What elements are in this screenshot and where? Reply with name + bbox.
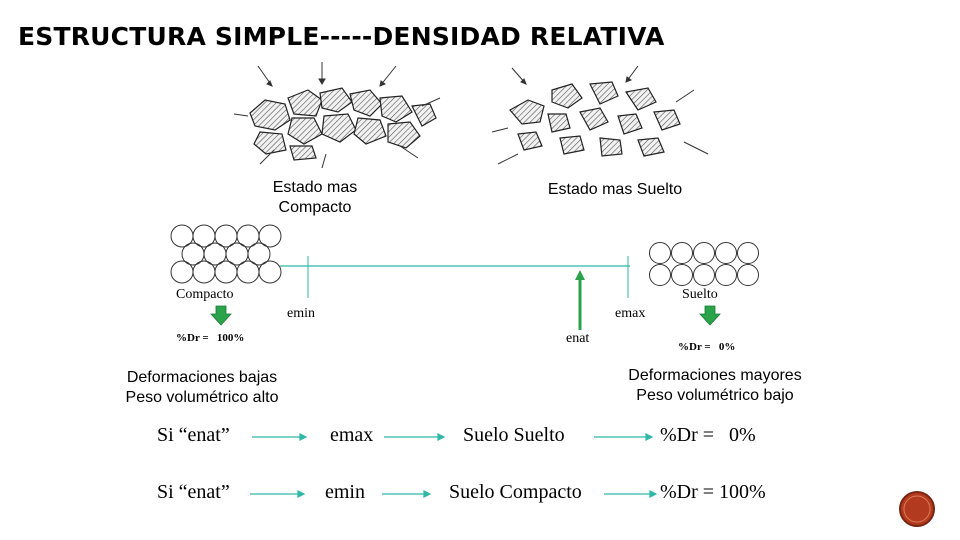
rule-1-e: emax — [330, 424, 374, 446]
emin-label: emin — [287, 306, 315, 321]
rule-1-suelo: Suelo Suelto — [463, 424, 565, 446]
loose-notes: Deformaciones mayores Peso volumétrico b… — [628, 367, 802, 404]
loose-label: Suelto — [682, 287, 718, 302]
compact-state-label: Estado mas Compacto — [272, 179, 358, 216]
dr-compact-label: %Dr = 100% — [176, 332, 245, 344]
rule-1-si: Si “enat” — [157, 424, 230, 446]
rule-2-e: emin — [325, 481, 365, 503]
rule-1-dr: %Dr = 0% — [660, 424, 756, 446]
compact-aggregate-illustration — [233, 62, 441, 169]
slide-title: ESTRUCTURA SIMPLE-----DENSIDAD RELATIVA — [18, 22, 665, 51]
loose-state-label: Estado mas Suelto — [547, 181, 683, 198]
compact-packing-icon — [170, 224, 282, 284]
dr-loose-label: %Dr = 0% — [678, 341, 736, 353]
loose-aggregate-illustration — [491, 65, 709, 165]
compact-label: Compacto — [176, 287, 234, 302]
rule-2-dr: %Dr = 100% — [660, 481, 766, 503]
compact-notes: Deformaciones bajas Peso volumétrico alt… — [125, 369, 279, 406]
enat-label: enat — [566, 331, 590, 346]
emax-label: emax — [615, 306, 646, 321]
loose-packing-icon — [649, 242, 759, 286]
rule-2-si: Si “enat” — [157, 481, 230, 503]
rule-2-suelo: Suelo Compacto — [449, 481, 582, 503]
slide-badge-icon — [899, 491, 935, 527]
